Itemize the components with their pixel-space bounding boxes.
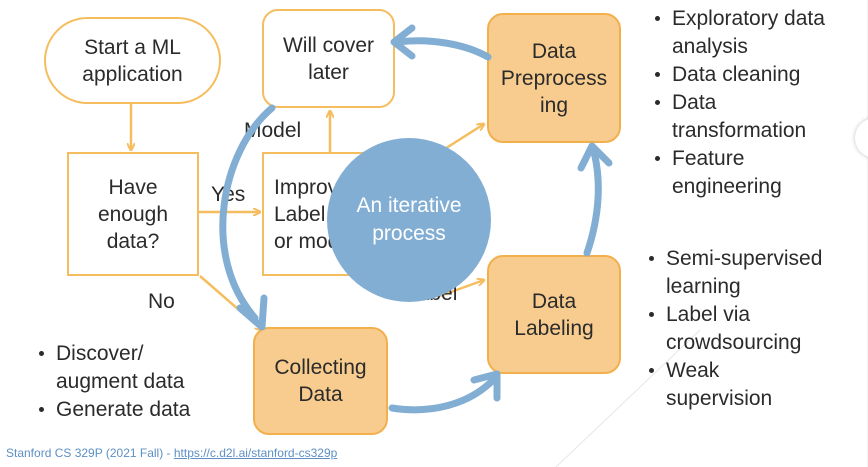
will-cover-later-node: Will cover later (262, 9, 395, 108)
preprocessing-bullet-list: Exploratory data analysis Data cleaning … (654, 5, 864, 201)
start-node-label: Start a ML application (82, 35, 183, 86)
list-item: Data cleaning (654, 61, 864, 89)
list-item: Generate data (38, 396, 238, 424)
list-item: Label via crowdsourcing (648, 301, 858, 357)
labeling-bullet-list: Semi-supervised learning Label via crowd… (648, 245, 858, 413)
footer-text: Stanford CS 329P (2021 Fall) - (6, 446, 174, 460)
list-item: Feature engineering (654, 145, 864, 201)
list-item: Semi-supervised learning (648, 245, 858, 301)
have-enough-data-label: Have enough data? (97, 175, 169, 253)
data-preprocessing-node: Data Preprocess ing (487, 13, 621, 143)
iterative-process-label: An iterative process (356, 194, 462, 245)
list-item: Weak supervision (648, 357, 858, 413)
collecting-data-node: Collecting Data (253, 327, 388, 435)
side-nav-button[interactable] (855, 118, 868, 158)
collecting-data-label: Collecting Data (274, 356, 367, 406)
start-node: Start a ML application (44, 17, 221, 104)
have-enough-data-node: Have enough data? (67, 152, 199, 276)
no-label: No (148, 290, 175, 313)
footer-credit: Stanford CS 329P (2021 Fall) - https://c… (6, 446, 337, 460)
collecting-bullet-list: Discover/ augment data Generate data (38, 340, 238, 424)
footer-link[interactable]: https://c.d2l.ai/stanford-cs329p (173, 446, 338, 460)
will-cover-later-label: Will cover later (282, 33, 374, 84)
list-item: Data transformation (654, 89, 864, 145)
list-item: Exploratory data analysis (654, 5, 864, 61)
list-item: Discover/ augment data (38, 340, 238, 396)
data-labeling-label: Data Labeling (514, 289, 594, 340)
iterative-process-circle: An iterative process (327, 138, 491, 302)
data-labeling-node: Data Labeling (487, 255, 621, 374)
data-preprocessing-label: Data Preprocess ing (500, 39, 608, 117)
